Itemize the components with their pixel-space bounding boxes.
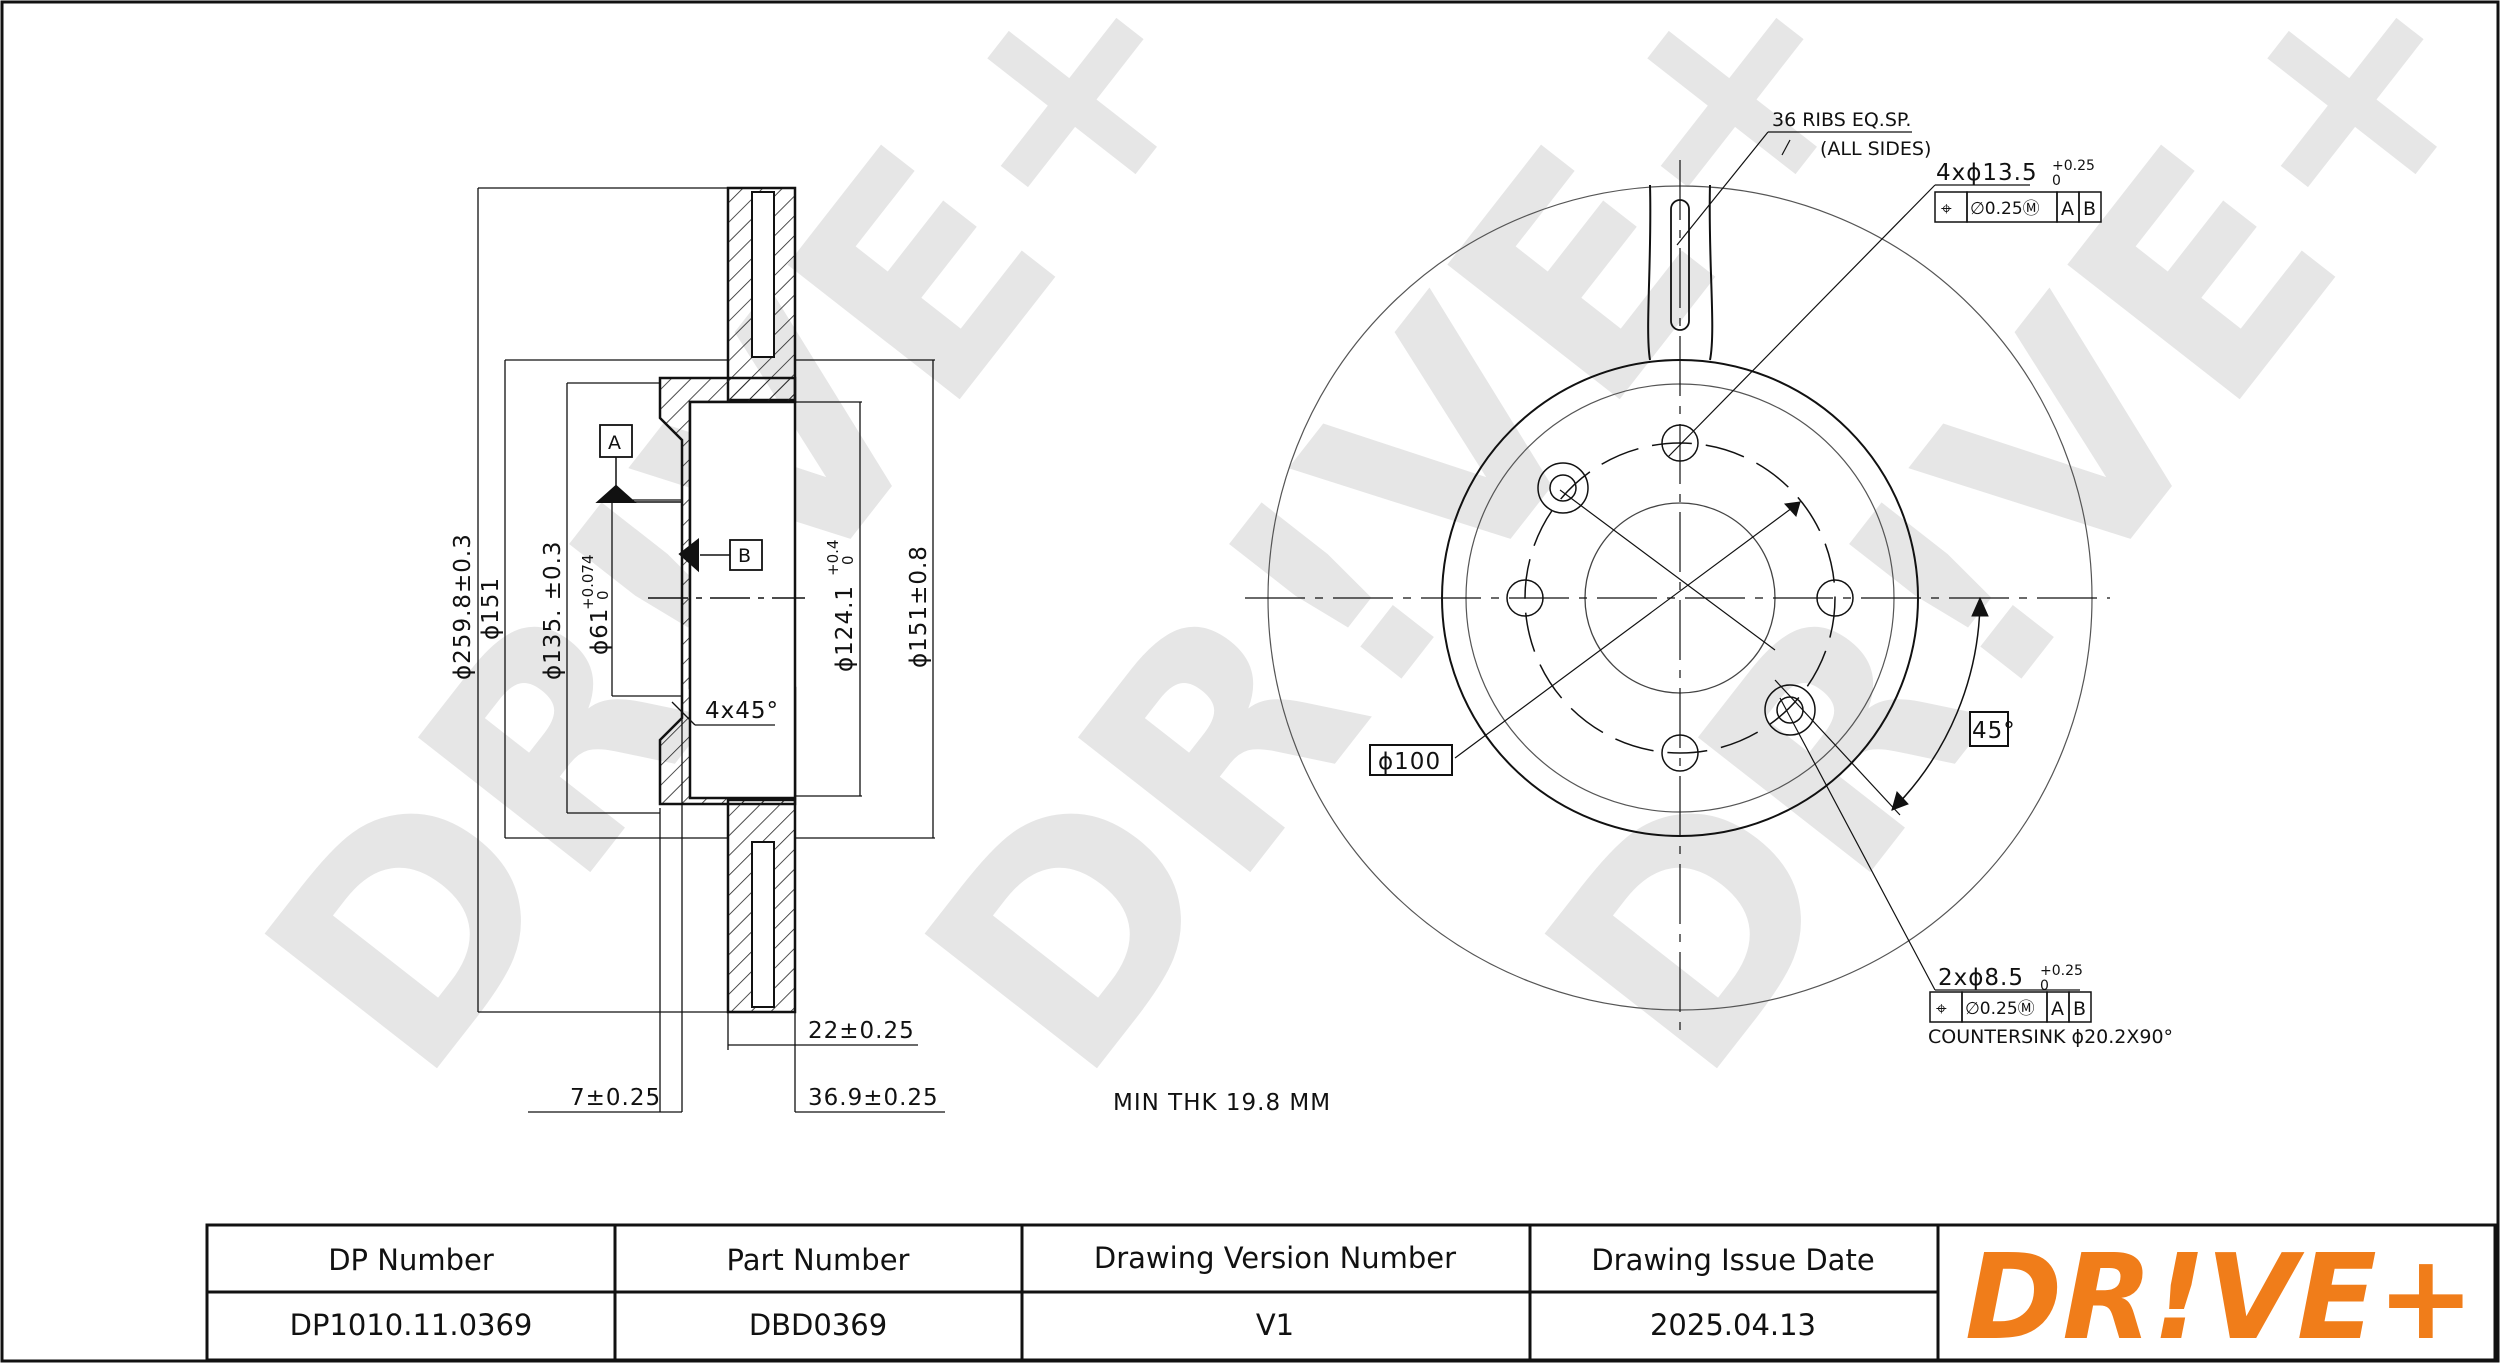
hat-inner-void (688, 400, 797, 800)
dim-d124: ϕ124.1 (832, 585, 858, 672)
header-issue-date: Drawing Issue Date (1591, 1243, 1874, 1277)
title-block-text: DP Number Part Number Drawing Version Nu… (290, 1228, 2475, 1363)
min-thickness-note: MIN THK 19.8 MM (1113, 1090, 1331, 1116)
fcf-big-cell: ∅0.25Ⓜ (1970, 199, 2040, 219)
datum-b-label: B (738, 545, 751, 567)
dim-chamfer: 4x45° (705, 698, 779, 724)
dim-d135: ϕ135. ±0.3 (540, 540, 566, 680)
upper-vent-channel (751, 191, 775, 358)
front-view-labels: 36 RIBS EQ.SP. (ALL SIDES) 4xϕ13.5 +0.25… (1369, 109, 2173, 1048)
big-holes-tol-bot: 0 (2052, 173, 2061, 189)
fcf-small-cell: ⌖ (1936, 998, 1947, 1020)
dim-22: 22±0.25 (808, 1018, 915, 1044)
fcf-small-cell: A (2051, 998, 2064, 1020)
fcf-big-cell: A (2061, 198, 2074, 220)
section-view-labels: ϕ259.8±0.3 ϕ151 ϕ135. ±0.3 ϕ61 +0.074 0 … (450, 432, 939, 1111)
dim-7: 7±0.25 (570, 1085, 661, 1111)
ribs-note-sides: (ALL SIDES) (1820, 138, 1931, 160)
section-view (477, 186, 945, 1113)
dim-d61-tol-top: +0.074 (579, 554, 597, 610)
value-version: V1 (1256, 1308, 1294, 1342)
fcf-big-cell: ⌖ (1941, 198, 1952, 220)
dim-d61-tol-bot: 0 (594, 590, 612, 600)
dim-d124-tol-bot: 0 (839, 555, 857, 565)
pcd-box (1369, 744, 1453, 776)
small-holes-spec: 2xϕ8.5 (1938, 965, 2024, 991)
angle-label: 45° (1972, 718, 2016, 744)
title-block (205, 1223, 2497, 1362)
dim-d151: ϕ151 (478, 577, 504, 640)
datum-a-label: A (608, 432, 621, 454)
angle-box (1969, 711, 2009, 747)
dim-d61: ϕ61 (587, 608, 613, 655)
small-holes-tol-bot: 0 (2040, 978, 2049, 994)
fcf-big-holes (1934, 191, 2102, 223)
header-version: Drawing Version Number (1094, 1241, 1456, 1275)
value-dp-number: DP1010.11.0369 (290, 1308, 533, 1342)
fcf-small-cell: B (2073, 998, 2086, 1020)
brand-logo: DR!VE+ (1965, 1228, 2475, 1363)
pcd-label: ϕ100 (1378, 749, 1441, 775)
value-issue-date: 2025.04.13 (1650, 1308, 1816, 1342)
fcf-big-cell: B (2083, 198, 2096, 220)
fcf-small-cell: ∅0.25Ⓜ (1965, 999, 2035, 1019)
big-holes-spec: 4xϕ13.5 (1936, 160, 2038, 186)
dim-d124-tol-top: +0.4 (824, 540, 842, 576)
header-dp-number: DP Number (328, 1243, 494, 1277)
dim-d151-tol: ϕ151±0.8 (906, 545, 932, 668)
dim-d259: ϕ259.8±0.3 (450, 533, 476, 680)
value-part-number: DBD0369 (749, 1308, 887, 1342)
dim-36-9: 36.9±0.25 (808, 1085, 939, 1111)
header-part-number: Part Number (727, 1243, 910, 1277)
fcf-small-holes (1929, 991, 2092, 1023)
big-holes-tol-top: +0.25 (2052, 158, 2095, 174)
lower-vent-channel (751, 841, 775, 1008)
countersink-note: COUNTERSINK ϕ20.2X90° (1928, 1026, 2173, 1048)
ribs-note: 36 RIBS EQ.SP. (1772, 109, 1911, 131)
front-view (1245, 131, 2110, 1040)
small-holes-tol-top: +0.25 (2040, 963, 2083, 979)
